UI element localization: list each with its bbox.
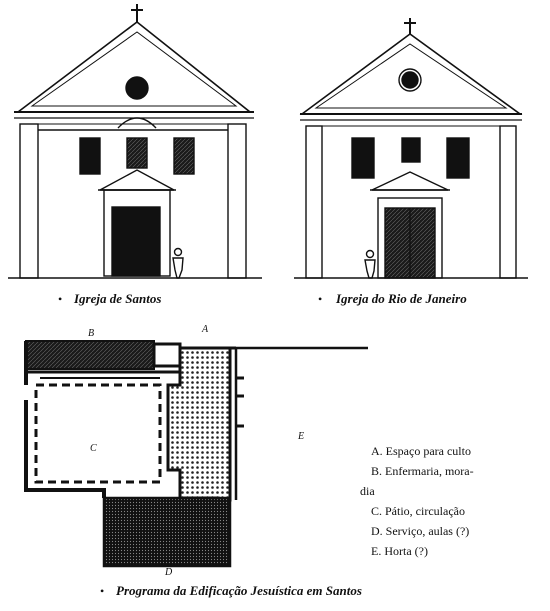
legend-item-e: E. Horta (?) xyxy=(371,544,428,558)
caption-plan: Programa da Edificação Jesuística em San… xyxy=(116,583,362,598)
church-santos-elevation xyxy=(8,4,262,279)
bullet-marker: • xyxy=(100,584,105,598)
plan-legend: A. Espaço para culto B. Enfermaria, mora… xyxy=(360,441,540,561)
bullet-marker: • xyxy=(318,292,323,306)
legend-item-c: C. Pátio, circulação xyxy=(371,504,465,518)
legend-item-d: D. Serviço, aulas (?) xyxy=(371,524,470,538)
church-rio-elevation xyxy=(294,18,528,279)
legend-item-a: A. Espaço para culto xyxy=(371,444,471,458)
caption-igreja-rio: Igreja do Rio de Janeiro xyxy=(336,291,467,306)
plan-label-c: C xyxy=(90,443,97,454)
caption-igreja-santos: Igreja de Santos xyxy=(74,291,162,306)
legend-item-b: B. Enfermaria, mora- xyxy=(371,464,474,478)
building-plan xyxy=(24,340,368,568)
plan-label-e: E xyxy=(298,431,305,442)
zone-c-courtyard xyxy=(34,383,162,484)
zone-d-service xyxy=(102,496,232,568)
plan-label-a: A xyxy=(202,324,209,335)
plan-label-b: B xyxy=(88,328,95,339)
plan-label-d: D xyxy=(165,567,173,578)
legend-item-b-continued: dia xyxy=(360,484,375,498)
zone-b-infirmary xyxy=(25,340,155,370)
bullet-marker: • xyxy=(58,292,63,306)
